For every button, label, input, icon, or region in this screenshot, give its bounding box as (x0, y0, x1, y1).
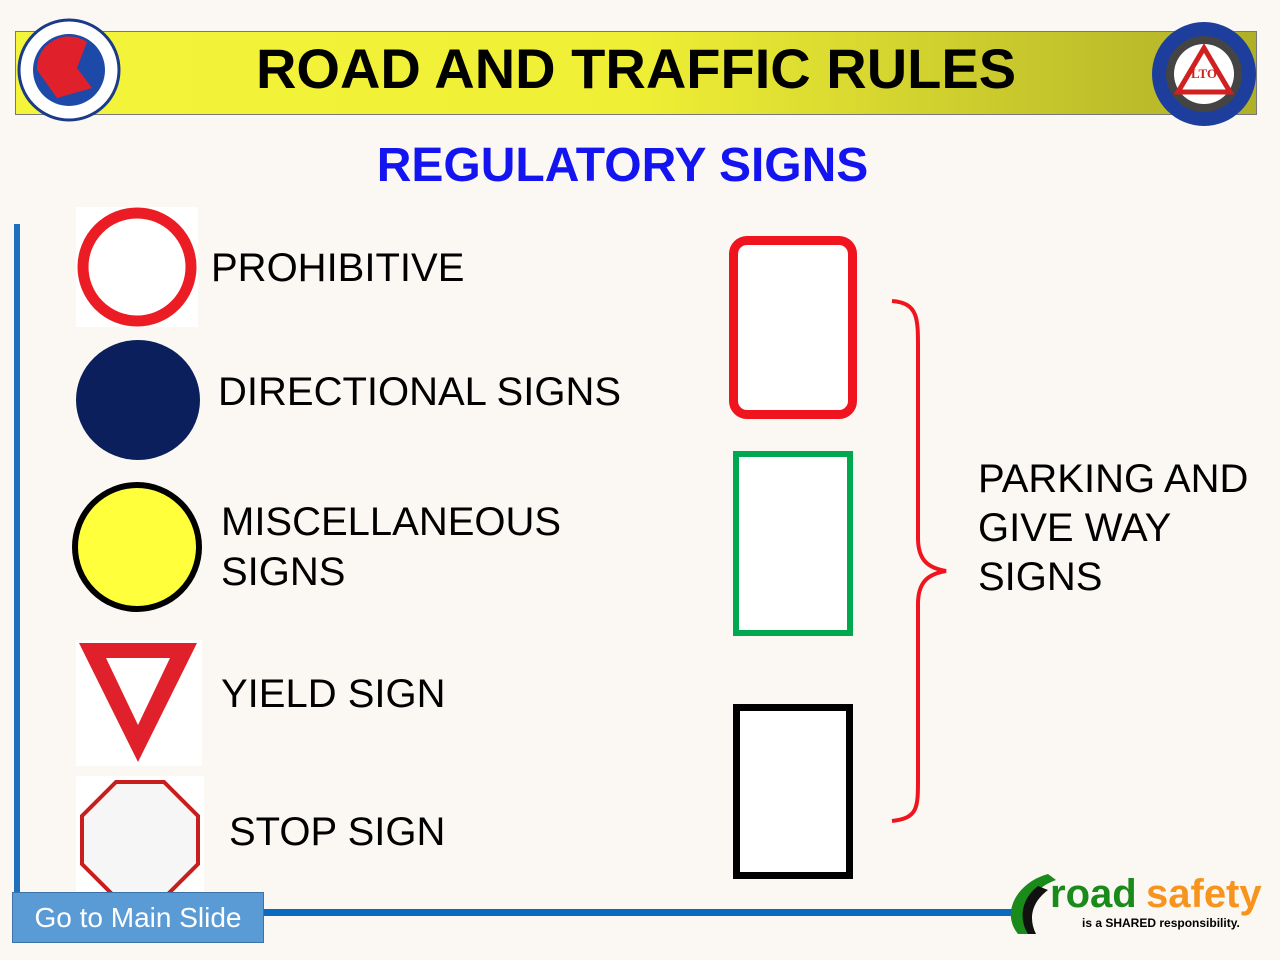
header-banner (15, 31, 1257, 115)
prohibitive-label: PROHIBITIVE (211, 246, 465, 290)
yellow-circle-icon (72, 482, 202, 612)
green-parking-sign-icon (733, 451, 853, 636)
roadsafety-logo: road safety is a SHARED responsibility. (998, 868, 1268, 938)
section-title: REGULATORY SIGNS (376, 139, 869, 192)
lto-seal-icon: LTO (1152, 22, 1256, 126)
parking-label-2: GIVE WAY (978, 506, 1172, 550)
svg-text:LTO: LTO (1191, 66, 1217, 81)
stop-label: STOP SIGN (229, 810, 446, 854)
page-title: ROAD AND TRAFFIC RULES (255, 37, 1017, 100)
yield-triangle-icon (76, 640, 202, 766)
vertical-divider (14, 224, 20, 914)
dotr-seal-icon (17, 18, 121, 122)
red-ring-icon (76, 207, 198, 327)
curly-brace-icon (891, 299, 947, 823)
directional-label: DIRECTIONAL SIGNS (218, 370, 622, 414)
horizontal-divider (14, 909, 1014, 916)
red-parking-sign-icon (729, 236, 857, 419)
miscellaneous-label: MISCELLANEOUS (221, 500, 562, 544)
octagon-icon (76, 776, 204, 904)
parking-label-1: PARKING AND (978, 457, 1249, 501)
go-to-main-slide-button[interactable]: Go to Main Slide (12, 892, 264, 943)
road-swoosh-icon (1010, 874, 1056, 934)
navy-circle-icon (76, 340, 200, 460)
miscellaneous-label-2: SIGNS (221, 550, 346, 594)
black-parking-sign-icon (733, 704, 853, 879)
parking-label-3: SIGNS (978, 555, 1103, 599)
yield-label: YIELD SIGN (221, 672, 446, 716)
